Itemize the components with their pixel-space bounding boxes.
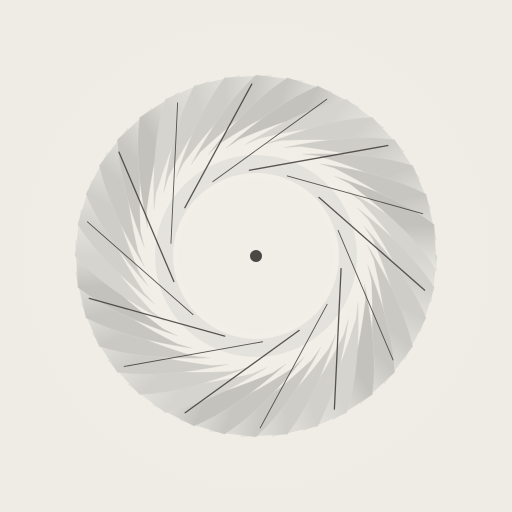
spiral-line (259, 303, 328, 429)
spiral-line (184, 329, 300, 414)
spiral-line (88, 297, 226, 337)
spiral-line-layer (86, 83, 426, 429)
inner-ring (155, 155, 357, 357)
spiral-line (318, 196, 426, 291)
spiral-line (333, 267, 342, 410)
spiral-line (118, 151, 175, 283)
spiral-line (184, 83, 253, 209)
center-dot (250, 250, 262, 262)
spiral-line (123, 341, 264, 367)
spiral-line (86, 221, 194, 316)
spiral-line (286, 175, 424, 215)
blade (334, 175, 437, 272)
spiral-line (170, 102, 179, 244)
spiral-line (212, 98, 328, 183)
spiral-line (248, 144, 389, 171)
spiral-line (337, 230, 394, 361)
